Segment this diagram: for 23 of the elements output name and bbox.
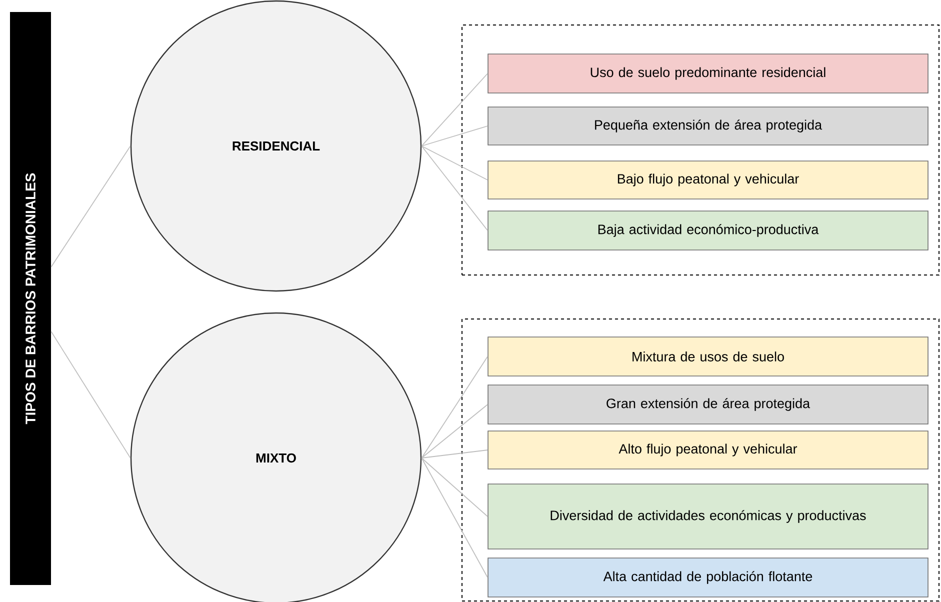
- dashed-group-box: [462, 318, 940, 602]
- connector-line: [50, 331, 131, 458]
- feature-box: Uso de suelo predominante residencial: [488, 54, 928, 94]
- connector-line: [421, 458, 488, 517]
- feature-box: Baja actividad económico-productiva: [488, 210, 928, 250]
- connector-line: [50, 146, 131, 268]
- connector-line: [421, 450, 488, 458]
- connector-line: [421, 404, 488, 458]
- connector-line: [421, 146, 488, 180]
- feature-box: Diversidad de actividades económicas y productivas: [488, 484, 928, 550]
- connector-line: [421, 126, 488, 146]
- feature-box: Alta cantidad de población flotante: [488, 558, 928, 598]
- connector-line: [421, 73, 488, 146]
- connector-line: [421, 458, 488, 578]
- feature-box: Bajo flujo peatonal y vehicular: [488, 160, 928, 200]
- title-band: TIPOS DE BARRIOS PATRIMONIALES: [10, 12, 51, 585]
- feature-box: Alto flujo peatonal y vehicular: [488, 430, 928, 470]
- feature-box: Gran extensión de área protegida: [488, 384, 928, 424]
- dashed-group-box: [462, 24, 940, 276]
- feature-box: Pequeña extensión de área protegida: [488, 106, 928, 146]
- connector-line: [421, 356, 488, 458]
- connector-line: [421, 146, 488, 231]
- feature-box: Mixtura de usos de suelo: [488, 336, 928, 376]
